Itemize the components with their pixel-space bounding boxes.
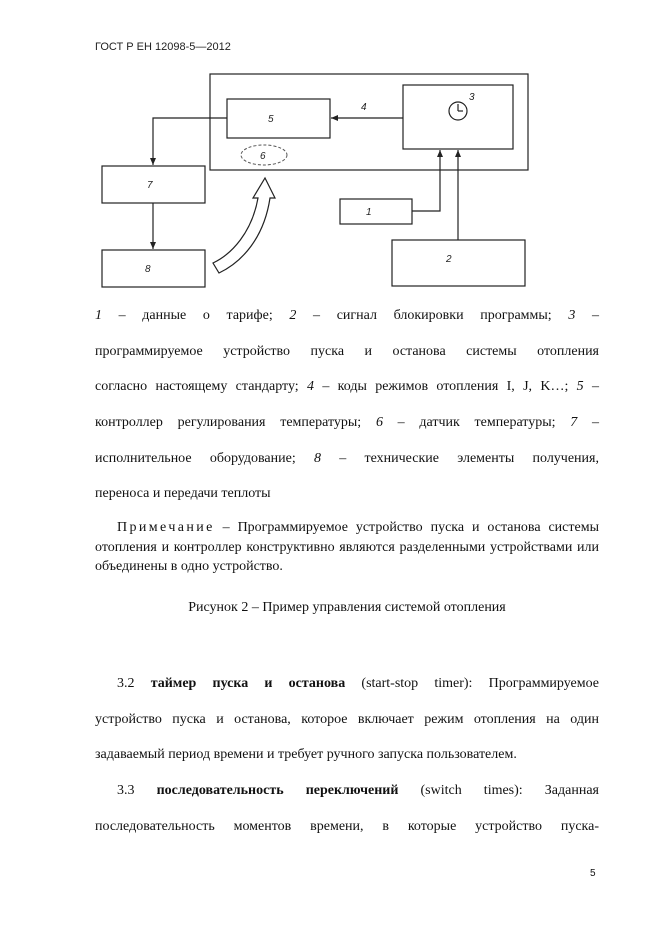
outer-enclosure (209, 73, 529, 171)
legend-line-2: программируемое устройство пуска и остан… (95, 344, 599, 359)
legend-line-5: исполнительное оборудование; 8 – техниче… (95, 451, 599, 466)
term-switch-times: последовательность переключений (156, 783, 399, 798)
sensor-6-ellipse (240, 144, 288, 166)
sensor-6-label: 6 (260, 151, 266, 162)
block-7-actuators (101, 165, 206, 204)
legend-line-6: переноса и передачи теплоты (95, 486, 271, 501)
block-3-start-stop-device (402, 84, 514, 150)
arrow-5-to-7 (150, 117, 227, 165)
block-1-tariff (339, 198, 413, 225)
note-text: – Программируемое устройство пуска и ост… (95, 520, 599, 574)
block-2-label: 2 (445, 254, 452, 265)
section-3-3-line-2: последовательность моментов времени, в к… (95, 819, 599, 834)
legend-line-3: согласно настоящему стандарту; 4 – коды … (95, 379, 599, 394)
section-3-2-line-3: задаваемый период времени и требует ручн… (95, 747, 517, 762)
section-3-3-line-1: 3.3 последовательность переключений (swi… (117, 783, 599, 798)
block-5-label: 5 (268, 114, 274, 125)
heating-control-diagram: 5 3 6 4 7 8 1 2 (101, 73, 529, 288)
block-3-label: 3 (469, 92, 475, 103)
legend-line-1: 1 – данные о тарифе; 2 – сигнал блокиров… (95, 308, 599, 323)
legend-line-4: контроллер регулирования температуры; 6 … (95, 415, 599, 430)
arrow-4-label: 4 (361, 102, 367, 113)
document-header: ГОСТ Р ЕН 12098-5—2012 (95, 41, 231, 53)
figure-caption: Рисунок 2 – Пример управления системой о… (188, 600, 506, 615)
section-3-2-line-1: 3.2 таймер пуска и останова (start-stop … (117, 676, 600, 691)
heat-transfer-arrow (212, 176, 276, 274)
block-8-label: 8 (145, 264, 151, 275)
block-7-label: 7 (147, 180, 153, 191)
block-8-heat-elements (101, 249, 206, 288)
section-3-2-line-2: устройство пуска и останова, которое вкл… (95, 712, 599, 727)
note-label: Примечание (117, 520, 215, 535)
block-1-label: 1 (366, 207, 372, 218)
page-number: 5 (590, 868, 596, 879)
term-start-stop-timer: таймер пуска и останова (150, 676, 346, 691)
block-2-block-signal (391, 239, 526, 287)
arrow-1-to-3 (412, 150, 443, 212)
clock-icon (448, 101, 468, 121)
block-5-controller (226, 98, 331, 139)
figure-note: Примечание – Программируемое устройство … (95, 518, 599, 577)
